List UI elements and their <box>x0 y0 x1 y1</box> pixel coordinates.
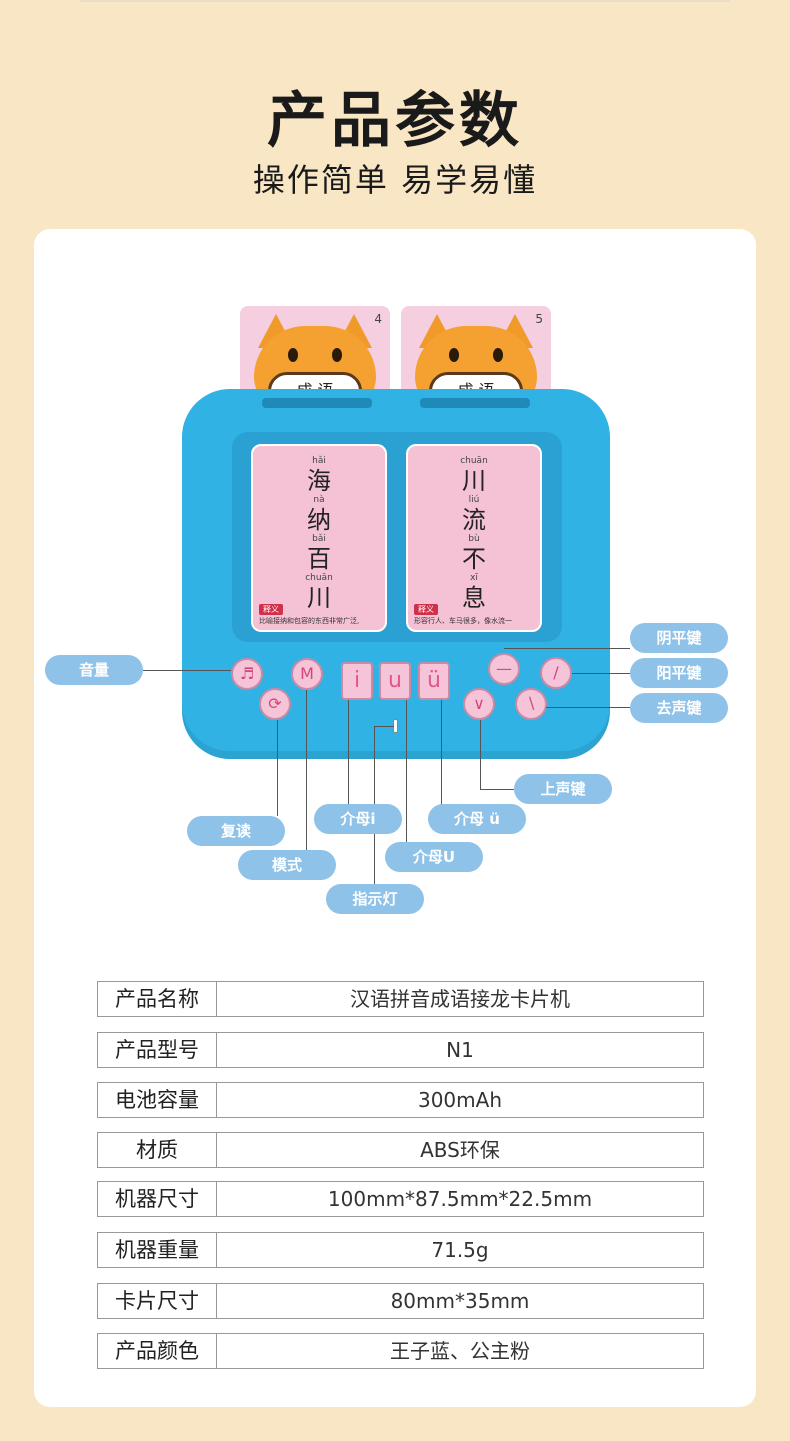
spec-value: ABS环保 <box>420 1138 500 1162</box>
leader-final-i <box>348 700 349 806</box>
meaning-tag: 释义 <box>414 604 438 615</box>
idiom-char: 纳 <box>307 506 331 534</box>
spec-row: 机器重量 71.5g <box>97 1232 704 1268</box>
tone-4-icon: ∖ <box>525 694 537 713</box>
spec-value: 80mm*35mm <box>390 1289 530 1313</box>
leader-yinping <box>570 648 630 649</box>
idiom-char: 不 <box>462 545 486 573</box>
final-u-button[interactable]: u <box>379 662 411 700</box>
pinyin: bù <box>468 534 480 544</box>
spec-key: 产品型号 <box>98 1033 217 1067</box>
cat-eye-icon <box>449 348 459 362</box>
label-yangping: 阳平键 <box>630 658 728 688</box>
spec-row: 机器尺寸 100mm*87.5mm*22.5mm <box>97 1181 704 1217</box>
label-indicator: 指示灯 <box>326 884 424 914</box>
cat-eye-icon <box>288 348 298 362</box>
card-number: 5 <box>535 312 543 326</box>
page-subtitle: 操作简单 易学易懂 <box>252 161 538 199</box>
spec-row: 产品型号 N1 <box>97 1032 704 1068</box>
repeat-button[interactable]: ⟳ <box>259 688 291 720</box>
tone-3-icon: ∨ <box>473 694 485 713</box>
spec-key: 产品颜色 <box>98 1334 217 1368</box>
volume-button[interactable]: ♬ <box>231 658 263 690</box>
card-slot-left <box>262 398 372 408</box>
pinyin: nà <box>313 495 325 505</box>
screen-right: chuān 川 liú 流 bù 不 xī 息 释义 形容行人、车马很多，像水流… <box>406 444 542 632</box>
page-title: 产品参数 <box>267 86 523 156</box>
leader-qusheng <box>546 707 630 708</box>
final-i-button[interactable]: i <box>341 662 373 700</box>
spec-row: 产品名称 汉语拼音成语接龙卡片机 <box>97 981 704 1017</box>
leader-indicator-h <box>374 726 394 727</box>
pinyin: chuān <box>460 456 488 466</box>
tone-1-icon: — <box>496 659 512 678</box>
spec-key: 产品名称 <box>98 982 217 1016</box>
idiom-char: 百 <box>307 545 331 573</box>
spec-value: 71.5g <box>431 1238 489 1262</box>
meaning-text: 形容行人、车马很多，像水流一 <box>414 617 512 625</box>
label-repeat: 复读 <box>187 816 285 846</box>
leader-mode <box>306 690 307 852</box>
pinyin: bǎi <box>312 534 326 544</box>
yinping-button[interactable]: — <box>488 653 520 685</box>
screen-left: hǎi 海 nà 纳 bǎi 百 chuān 川 释义 比喻接纳和包容的东西非常… <box>251 444 387 632</box>
repeat-icon: ⟳ <box>268 694 282 713</box>
spec-row: 卡片尺寸 80mm*35mm <box>97 1283 704 1319</box>
device-illustration: 4 成 语 5 成 语 hǎi 海 nà 纳 bǎi 百 chuān 川 释义 … <box>45 306 728 914</box>
spec-value: N1 <box>446 1038 474 1062</box>
card-number: 4 <box>374 312 382 326</box>
label-yinping: 阴平键 <box>630 623 728 653</box>
spec-key: 电池容量 <box>98 1083 217 1117</box>
spec-key: 材质 <box>98 1133 217 1167</box>
meaning-text: 比喻接纳和包容的东西非常广泛, <box>259 617 360 625</box>
pinyin: xī <box>470 573 478 583</box>
yangping-button[interactable]: ∕ <box>540 657 572 689</box>
spec-value: 300mAh <box>417 1088 502 1112</box>
leader-final-v <box>441 700 442 806</box>
cat-eye-icon <box>332 348 342 362</box>
spec-row: 电池容量 300mAh <box>97 1082 704 1118</box>
spec-value: 汉语拼音成语接龙卡片机 <box>350 987 570 1011</box>
label-shangsheng: 上声键 <box>514 774 612 804</box>
label-mode: 模式 <box>238 850 336 880</box>
spec-key: 卡片尺寸 <box>98 1284 217 1318</box>
pinyin: liú <box>468 495 480 505</box>
spec-value: 王子蓝、公主粉 <box>390 1339 530 1363</box>
idiom-char: 海 <box>307 467 331 495</box>
leader-shangsheng <box>480 720 481 790</box>
meaning-tag: 释义 <box>259 604 283 615</box>
spec-row: 材质 ABS环保 <box>97 1132 704 1168</box>
spec-key: 机器重量 <box>98 1233 217 1267</box>
label-qusheng: 去声键 <box>630 693 728 723</box>
label-final-i: 介母i <box>314 804 402 834</box>
final-v-button[interactable]: ü <box>418 662 450 700</box>
tone-2-icon: ∕ <box>553 663 559 682</box>
leader-final-u <box>406 700 407 842</box>
pinyin: hǎi <box>312 456 326 466</box>
leader-repeat <box>277 720 278 816</box>
cat-eye-icon <box>493 348 503 362</box>
speaker-icon: ♬ <box>239 664 255 683</box>
leader-yinping-2 <box>504 648 570 649</box>
pinyin: chuān <box>305 573 333 583</box>
idiom-char: 流 <box>462 506 486 534</box>
shangsheng-button[interactable]: ∨ <box>463 688 495 720</box>
leader-volume <box>143 670 231 671</box>
label-final-v: 介母 ü <box>428 804 526 834</box>
top-divider <box>80 0 730 2</box>
idiom-char: 川 <box>462 467 486 495</box>
mode-button[interactable]: M <box>291 658 323 690</box>
qusheng-button[interactable]: ∖ <box>515 688 547 720</box>
spec-value: 100mm*87.5mm*22.5mm <box>327 1187 593 1211</box>
spec-row: 产品颜色 王子蓝、公主粉 <box>97 1333 704 1369</box>
card-slot-right <box>420 398 530 408</box>
spec-key: 机器尺寸 <box>98 1182 217 1216</box>
label-volume: 音量 <box>45 655 143 685</box>
leader-yangping <box>572 673 630 674</box>
leader-shangsheng-h <box>480 789 514 790</box>
idiom-char: 川 <box>307 584 331 612</box>
label-final-u: 介母U <box>385 842 483 872</box>
idiom-char: 息 <box>462 584 486 612</box>
